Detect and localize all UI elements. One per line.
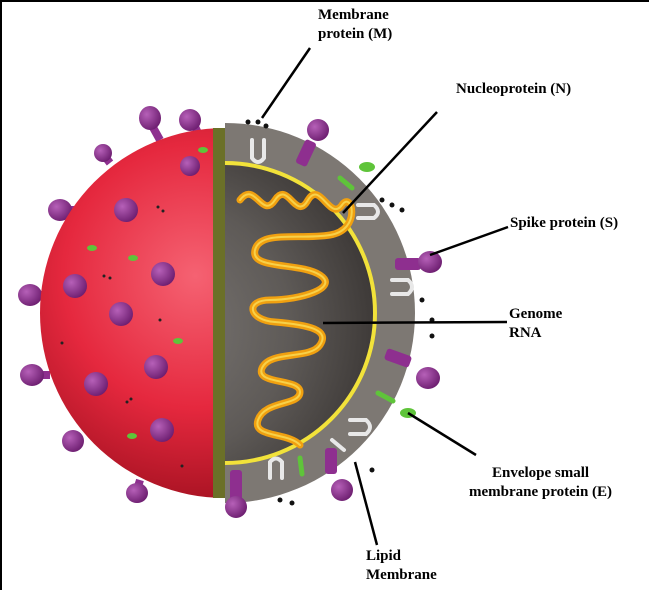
leader-spike-protein [430, 227, 508, 255]
label-genome-rna: Genome RNA [509, 305, 562, 343]
leader-nucleoprotein [343, 112, 437, 213]
label-envelope-protein-line1: Envelope small [469, 464, 612, 483]
label-membrane-protein-line1: Membrane [318, 6, 392, 25]
leader-envelope-protein [408, 413, 476, 455]
label-lipid-membrane: Lipid Membrane [366, 547, 437, 585]
leader-lipid-membrane [355, 462, 377, 545]
label-spike-protein: Spike protein (S) [510, 214, 618, 233]
label-envelope-protein: Envelope small membrane protein (E) [469, 464, 612, 502]
spike [179, 109, 201, 133]
label-spike-protein-text: Spike protein (S) [510, 214, 618, 233]
label-genome-rna-line1: Genome [509, 305, 562, 324]
label-nucleoprotein: Nucleoprotein (N) [456, 80, 571, 99]
spike [139, 106, 161, 140]
label-lipid-membrane-line2: Membrane [366, 566, 437, 585]
label-membrane-protein-line2: protein (M) [318, 25, 392, 44]
leader-membrane-protein [262, 48, 310, 118]
label-lipid-membrane-line1: Lipid [366, 547, 437, 566]
label-membrane-protein: Membrane protein (M) [318, 6, 392, 44]
spike [20, 364, 50, 386]
spike [62, 430, 84, 452]
spike [94, 144, 112, 163]
leader-genome-rna [323, 322, 507, 323]
label-genome-rna-line2: RNA [509, 324, 562, 343]
label-envelope-protein-line2: membrane protein (E) [469, 483, 612, 502]
label-nucleoprotein-text: Nucleoprotein (N) [456, 80, 571, 99]
spike [126, 480, 148, 503]
